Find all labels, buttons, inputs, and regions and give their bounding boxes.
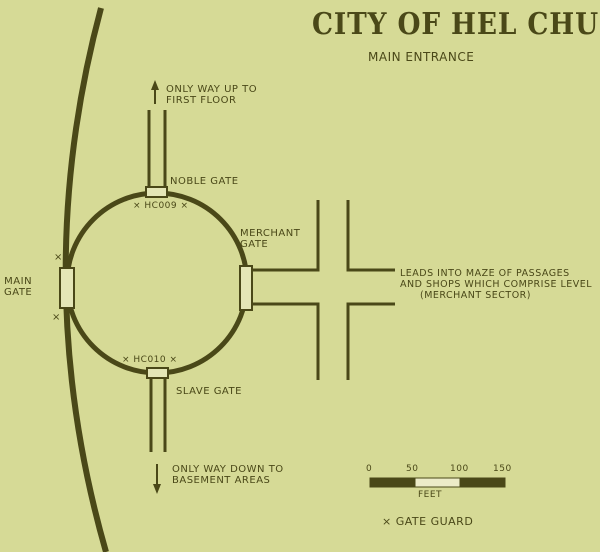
scale-tick-100: 100 xyxy=(450,464,469,474)
label-slave-gate: SLAVE GATE xyxy=(176,386,242,397)
down-arrowhead xyxy=(153,484,161,494)
scale-tick-0: 0 xyxy=(366,464,373,474)
label-noble-gate: NOBLE GATE xyxy=(170,176,239,187)
scale-bar xyxy=(369,477,506,488)
map-subtitle: MAIN ENTRANCE xyxy=(368,50,475,64)
merchant-passages xyxy=(252,200,395,380)
main-gate xyxy=(59,267,75,309)
scale-tick-150: 150 xyxy=(493,464,512,474)
central-ring xyxy=(64,190,250,376)
guard-marker: × xyxy=(52,312,61,323)
label-hc010: × HC010 × xyxy=(122,355,178,365)
label-hc009: × HC009 × xyxy=(133,201,189,211)
legend-symbol: × xyxy=(382,515,392,528)
guard-marker: × xyxy=(54,252,63,263)
noble-gate xyxy=(145,186,168,198)
up-arrowhead xyxy=(151,80,159,90)
slave-gate xyxy=(146,367,169,379)
legend: × GATE GUARD xyxy=(382,515,473,528)
map-title: CITY OF HEL CHURL xyxy=(312,7,600,42)
scale-unit: FEET xyxy=(418,490,443,500)
scale-tick-50: 50 xyxy=(406,464,419,474)
legend-label: GATE GUARD xyxy=(395,515,474,528)
merchant-gate xyxy=(239,265,253,311)
